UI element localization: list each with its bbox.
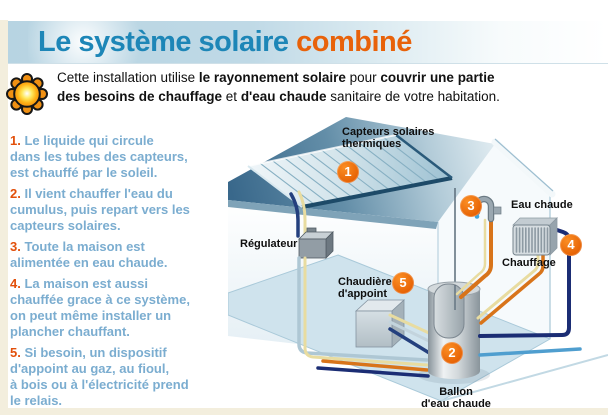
sun-core — [13, 80, 41, 108]
tank-inner-cylinder — [433, 283, 465, 339]
sun-icon — [6, 73, 48, 115]
step-text: Toute la maison est alimentée en eau cha… — [10, 239, 168, 270]
intro-bold-rayonnement: le rayonnement solaire — [198, 70, 346, 85]
tank-shadow — [418, 366, 490, 384]
intro-bold-besoins: des besoins de chauffage — [57, 88, 223, 104]
step-number: 3. — [10, 239, 21, 254]
bottom-border — [0, 408, 608, 415]
radiator — [512, 217, 558, 256]
label-chaudiere-appoint: Chaudière d'appoint — [338, 276, 392, 300]
step-item-3: 3. Toute la maison est alimentée en eau … — [10, 239, 234, 271]
radiator-fins — [515, 227, 549, 253]
steps-list: 1. Le liquide qui circule dans les tubes… — [10, 133, 234, 414]
title-banner: Le système solaire combiné — [8, 21, 608, 64]
badge-2: 2 — [441, 342, 463, 364]
left-border — [0, 20, 8, 415]
step-number: 2. — [10, 186, 21, 201]
pipes-boiler-to-tank — [388, 313, 433, 356]
step-number: 5. — [10, 345, 21, 360]
step-text: La maison est aussi chauffée grace à ce … — [10, 276, 190, 339]
roof — [228, 117, 556, 229]
step-item-2: 2. Il vient chauffer l'eau du cumulus, p… — [10, 186, 234, 234]
title-part-blue: Le système solaire — [38, 26, 297, 58]
panel-stripes — [259, 137, 440, 206]
intro-segment: pour — [345, 70, 381, 85]
label-ballon-eau-chaude: Ballon d'eau chaude — [421, 386, 491, 410]
roof-gable-trim — [491, 138, 556, 198]
title-part-orange: combiné — [296, 26, 412, 58]
badge-4: 4 — [560, 234, 582, 256]
water-tank — [427, 281, 481, 379]
house-floor — [228, 254, 608, 402]
solar-panel — [247, 134, 453, 209]
regulator-box — [298, 227, 334, 259]
label-chauffage: Chauffage — [502, 257, 556, 269]
badge-3: 3 — [460, 195, 482, 217]
badge-5: 5 — [392, 272, 414, 294]
step-number: 4. — [10, 276, 21, 291]
intro-text: Cette installation utilise le rayonnemen… — [57, 69, 543, 106]
pipes-right-side — [455, 216, 582, 357]
boiler-box — [354, 299, 406, 348]
page-title: Le système solaire combiné — [38, 21, 412, 63]
water-drop-icon — [474, 214, 480, 219]
step-text: Il vient chauffer l'eau du cumulus, puis… — [10, 186, 190, 233]
badge-1: 1 — [337, 161, 359, 183]
label-capteurs-solaires: Capteurs solaires thermiques — [342, 126, 435, 150]
intro-bold-couvrir: couvrir une partie — [380, 70, 495, 85]
step-text: Si besoin, un dispositif d'appoint au ga… — [10, 345, 189, 408]
intro-segment: sanitaire de votre habitation. — [326, 88, 500, 104]
label-eau-chaude: Eau chaude — [511, 199, 573, 211]
pipes-bottom-run — [297, 256, 430, 378]
intro-bold-eau-chaude: d'eau chaude — [240, 88, 327, 104]
faucet-icon — [473, 195, 502, 223]
label-regulateur: Régulateur — [240, 238, 298, 250]
step-text: Le liquide qui circule dans les tubes de… — [10, 133, 188, 180]
intro-segment: et — [222, 88, 241, 104]
step-item-1: 1. Le liquide qui circule dans les tubes… — [10, 133, 234, 181]
step-item-4: 4. La maison est aussi chauffée grace à … — [10, 276, 234, 340]
intro-segment: Cette installation utilise — [57, 70, 199, 85]
house-illustration — [228, 117, 608, 402]
step-item-5: 5. Si besoin, un dispositif d'appoint au… — [10, 345, 234, 409]
pipes-roof-to-regulator — [289, 190, 307, 238]
house-walls — [228, 144, 551, 360]
step-number: 1. — [10, 133, 21, 148]
